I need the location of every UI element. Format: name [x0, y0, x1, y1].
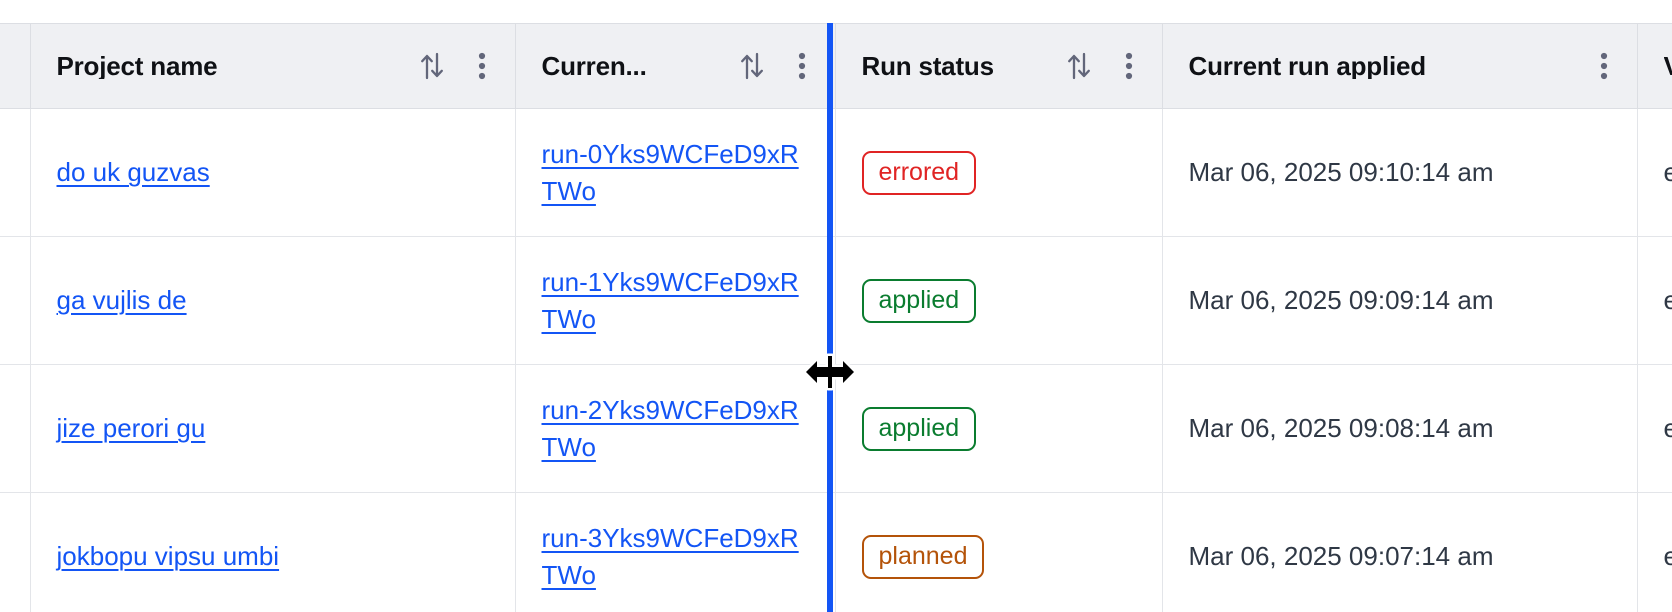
column-header-run-status[interactable]: Run status	[835, 23, 1163, 109]
column-options-kebab-icon-run-status[interactable]	[1114, 46, 1144, 86]
version-text: e	[1663, 284, 1672, 315]
table-row: ga vujlis de run-1Yks9WCFeD9xRTWo applie…	[0, 236, 1672, 365]
current-run-link[interactable]: run-1Yks9WCFeD9xRTWo	[541, 266, 799, 334]
column-header-project-name[interactable]: Project name	[30, 23, 516, 109]
cell-current-run-applied: Mar 06, 2025 09:09:14 am	[1162, 236, 1638, 365]
cell-current-run-applied: Mar 06, 2025 09:07:14 am	[1162, 492, 1638, 612]
column-header-current-run[interactable]: Curren...	[515, 23, 836, 109]
version-text: e	[1663, 156, 1672, 187]
column-options-kebab-icon-current-run[interactable]	[787, 46, 817, 86]
status-badge: applied	[861, 406, 977, 451]
table-row: jize perori gu run-2Yks9WCFeD9xRTWo appl…	[0, 364, 1672, 493]
version-text: e	[1663, 412, 1672, 443]
column-header-label-current-run-applied: Current run applied	[1188, 53, 1426, 79]
cell-current-run: run-3Yks9WCFeD9xRTWo	[515, 492, 836, 612]
column-header-version[interactable]: V	[1637, 23, 1672, 109]
cell-project-name: jize perori gu	[30, 364, 516, 493]
status-badge: planned	[861, 534, 985, 579]
cell-run-status: planned	[835, 492, 1163, 612]
cell-run-status: errored	[835, 108, 1163, 237]
current-run-applied-text: Mar 06, 2025 09:09:14 am	[1188, 284, 1494, 315]
cell-version: e	[1637, 492, 1672, 612]
table-row: do uk guzvas run-0Yks9WCFeD9xRTWo errore…	[0, 108, 1672, 237]
cell-current-run: run-0Yks9WCFeD9xRTWo	[515, 108, 836, 237]
column-header-label-project-name: Project name	[56, 53, 218, 79]
sort-icon-run-status[interactable]	[1062, 46, 1096, 86]
current-run-applied-text: Mar 06, 2025 09:10:14 am	[1188, 156, 1494, 187]
table-top-gap	[0, 0, 1672, 23]
table-row: jokbopu vipsu umbi run-3Yks9WCFeD9xRTWo …	[0, 492, 1672, 612]
row-select-cell[interactable]	[0, 236, 31, 365]
cell-project-name: ga vujlis de	[30, 236, 516, 365]
sort-icon-current-run[interactable]	[735, 46, 769, 86]
table-body: do uk guzvas run-0Yks9WCFeD9xRTWo errore…	[0, 108, 1672, 612]
current-run-link[interactable]: run-2Yks9WCFeD9xRTWo	[541, 394, 799, 462]
project-name-link[interactable]: jokbopu vipsu umbi	[56, 541, 280, 572]
cell-current-run-applied: Mar 06, 2025 09:10:14 am	[1162, 108, 1638, 237]
table-header: Project name	[0, 23, 1672, 109]
cell-current-run-applied: Mar 06, 2025 09:08:14 am	[1162, 364, 1638, 493]
current-run-link[interactable]: run-3Yks9WCFeD9xRTWo	[541, 522, 799, 590]
status-badge: applied	[861, 278, 977, 323]
projects-table: Project name	[0, 23, 1672, 612]
cell-project-name: jokbopu vipsu umbi	[30, 492, 516, 612]
row-select-cell[interactable]	[0, 108, 31, 237]
column-header-label-current-run: Curren...	[541, 53, 647, 79]
column-header-current-run-applied[interactable]: Current run applied	[1162, 23, 1638, 109]
cell-version: e	[1637, 108, 1672, 237]
cell-project-name: do uk guzvas	[30, 108, 516, 237]
project-name-link[interactable]: ga vujlis de	[56, 285, 187, 316]
cell-run-status: applied	[835, 236, 1163, 365]
cell-current-run: run-2Yks9WCFeD9xRTWo	[515, 364, 836, 493]
row-select-cell[interactable]	[0, 492, 31, 612]
current-run-applied-text: Mar 06, 2025 09:08:14 am	[1188, 412, 1494, 443]
column-options-kebab-icon-project-name[interactable]	[467, 46, 497, 86]
current-run-applied-text: Mar 06, 2025 09:07:14 am	[1188, 540, 1494, 571]
column-header-select	[0, 23, 31, 109]
sort-icon-project-name[interactable]	[415, 46, 449, 86]
version-text: e	[1663, 540, 1672, 571]
cell-current-run: run-1Yks9WCFeD9xRTWo	[515, 236, 836, 365]
table-header-row: Project name	[0, 23, 1672, 109]
column-options-kebab-icon-current-run-applied[interactable]	[1589, 46, 1619, 86]
status-badge: errored	[861, 150, 977, 195]
column-header-label-version: V	[1664, 53, 1672, 79]
cell-version: e	[1637, 236, 1672, 365]
column-header-label-run-status: Run status	[861, 53, 994, 79]
current-run-link[interactable]: run-0Yks9WCFeD9xRTWo	[541, 138, 799, 206]
cell-version: e	[1637, 364, 1672, 493]
project-name-link[interactable]: do uk guzvas	[56, 157, 210, 188]
cell-run-status: applied	[835, 364, 1163, 493]
row-select-cell[interactable]	[0, 364, 31, 493]
project-name-link[interactable]: jize perori gu	[56, 413, 206, 444]
